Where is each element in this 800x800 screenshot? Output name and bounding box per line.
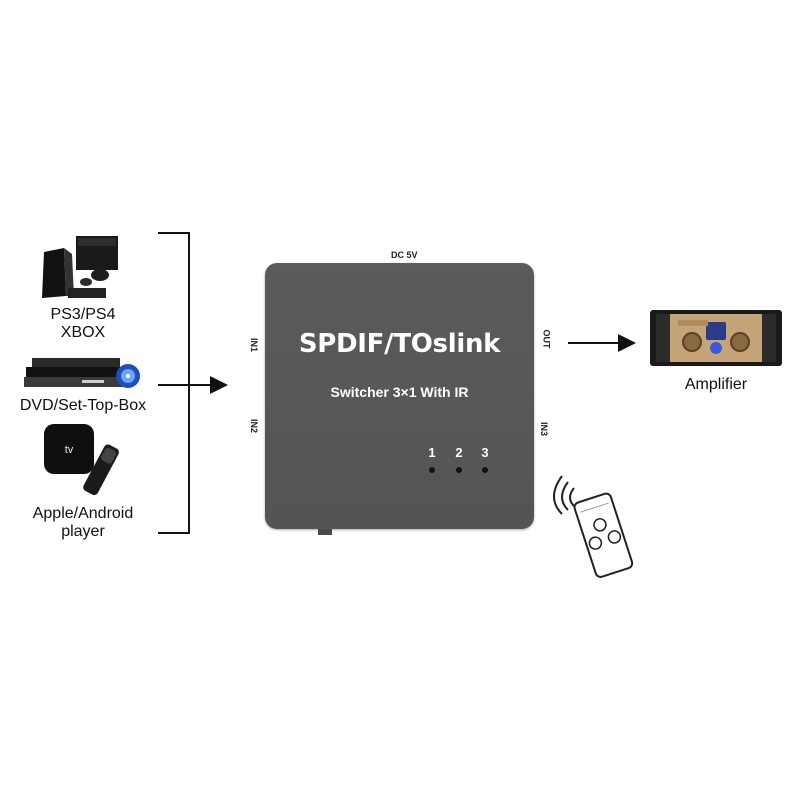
- source-label-media: Apple/Android player: [8, 505, 158, 541]
- ir-sensor: [318, 529, 332, 535]
- dvd-player-icon: [24, 358, 140, 388]
- source-label-dvd: DVD/Set-Top-Box: [0, 397, 166, 415]
- input-arrow-head: [210, 376, 228, 394]
- indicator-number-2: 2: [455, 445, 463, 460]
- source-bracket: [158, 232, 190, 534]
- media-player-icon: tv: [44, 424, 119, 496]
- indicator-led-3: [482, 467, 488, 473]
- port-label-in1: IN1: [249, 337, 260, 353]
- indicator-led-2: [456, 467, 462, 473]
- source-label-line: PS3/PS4: [50, 306, 116, 323]
- amplifier-icon: [650, 310, 782, 366]
- source-label-line: Apple/Android: [32, 505, 134, 522]
- indicator-led-1: [429, 467, 435, 473]
- port-label-in2: IN2: [249, 418, 260, 434]
- switcher-box: SPDIF/TOslink Switcher 3×1 With IR 1 2 3: [265, 263, 534, 529]
- game-console-icon: [42, 236, 118, 298]
- indicator-number-1: 1: [428, 445, 436, 460]
- port-label-in3: IN3: [539, 421, 550, 437]
- port-label-out: OUT: [541, 329, 552, 349]
- device-title: SPDIF/TOslink: [298, 329, 501, 359]
- source-label-line: player: [61, 523, 105, 540]
- source-label-line: DVD/Set-Top-Box: [19, 397, 147, 414]
- device-subtitle: Switcher 3×1 With IR: [330, 384, 469, 400]
- source-label-line: XBOX: [60, 324, 106, 341]
- ir-remote-icon: [553, 475, 634, 578]
- power-port-label: DC 5V: [391, 250, 418, 260]
- source-label-consoles: PS3/PS4 XBOX: [10, 306, 156, 342]
- svg-text:tv: tv: [65, 444, 74, 456]
- output-label: Amplifier: [684, 376, 748, 393]
- indicator-number-3: 3: [481, 445, 489, 460]
- output-arrow-head: [618, 334, 636, 352]
